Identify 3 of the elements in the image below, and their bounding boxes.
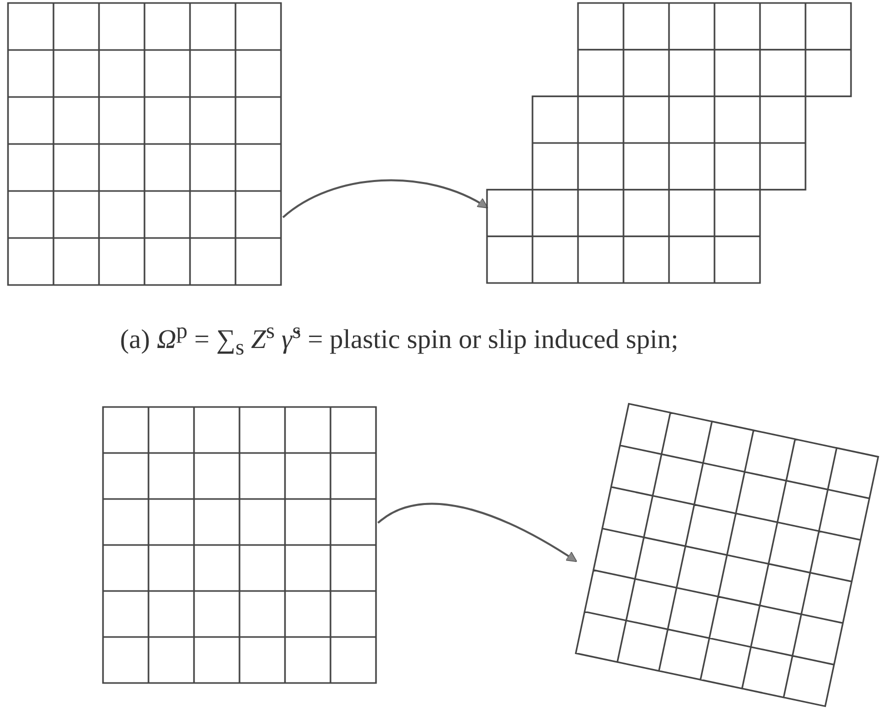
curved-arrow [282, 179, 488, 218]
figure-caption: (a) Ω$^{p}$ = ∑$_{s}$ Z$^{s}$ γ̇$^{s}$ = plastic spin or slip induced spin; [120, 318, 678, 360]
curved-arrow [377, 502, 578, 562]
